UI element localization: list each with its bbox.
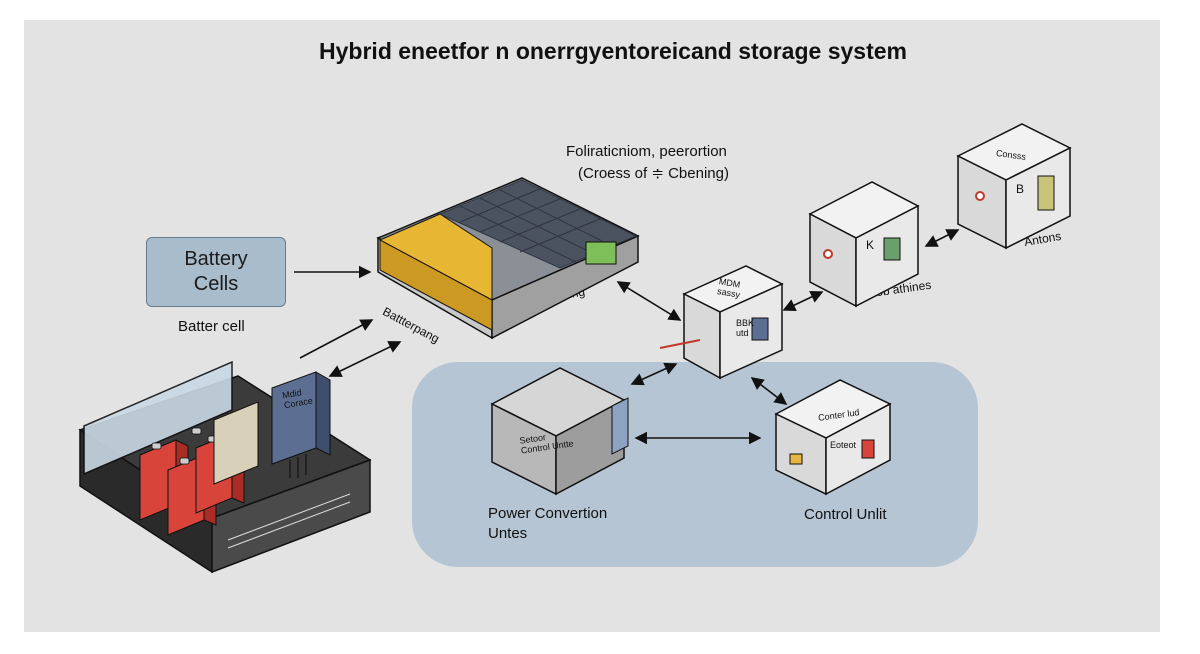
battery-cell-label: Batter cell — [178, 318, 245, 335]
module-control-box — [271, 371, 331, 478]
battery-cells-box: Battery Cells — [146, 237, 286, 307]
center-unit — [659, 265, 784, 380]
center-unit-top-label: MDM sassy — [716, 276, 742, 300]
converter-caption-line1: Power Convertion — [488, 505, 608, 522]
control-unit — [774, 379, 892, 496]
battery-cells-line1: Battery — [184, 248, 248, 270]
power-converter — [490, 367, 629, 496]
converter-caption-line2: Untes — [488, 525, 528, 542]
center-unit-side-label: BBK utd — [736, 318, 755, 338]
flow-arrows — [294, 229, 960, 445]
battery-pack-solar — [376, 177, 640, 340]
top-caption-line1: Foliraticniom, peerortion — [566, 143, 727, 160]
battery-cells-line2: Cells — [193, 273, 239, 295]
unit-b — [956, 123, 1072, 250]
unit-b-letter: B — [1016, 182, 1025, 196]
diagram-title: Hybrid eneetfor n onerrgyentoreicand sto… — [319, 38, 907, 64]
control-side-label: Eoteot — [830, 440, 857, 450]
red-battery-modules — [139, 401, 259, 536]
control-caption: Control Unlit — [804, 506, 887, 523]
unit-k — [808, 181, 920, 308]
unit-k-letter: K — [866, 238, 875, 252]
top-caption-line2: (Croess of ≑ Cbening) — [578, 165, 729, 182]
